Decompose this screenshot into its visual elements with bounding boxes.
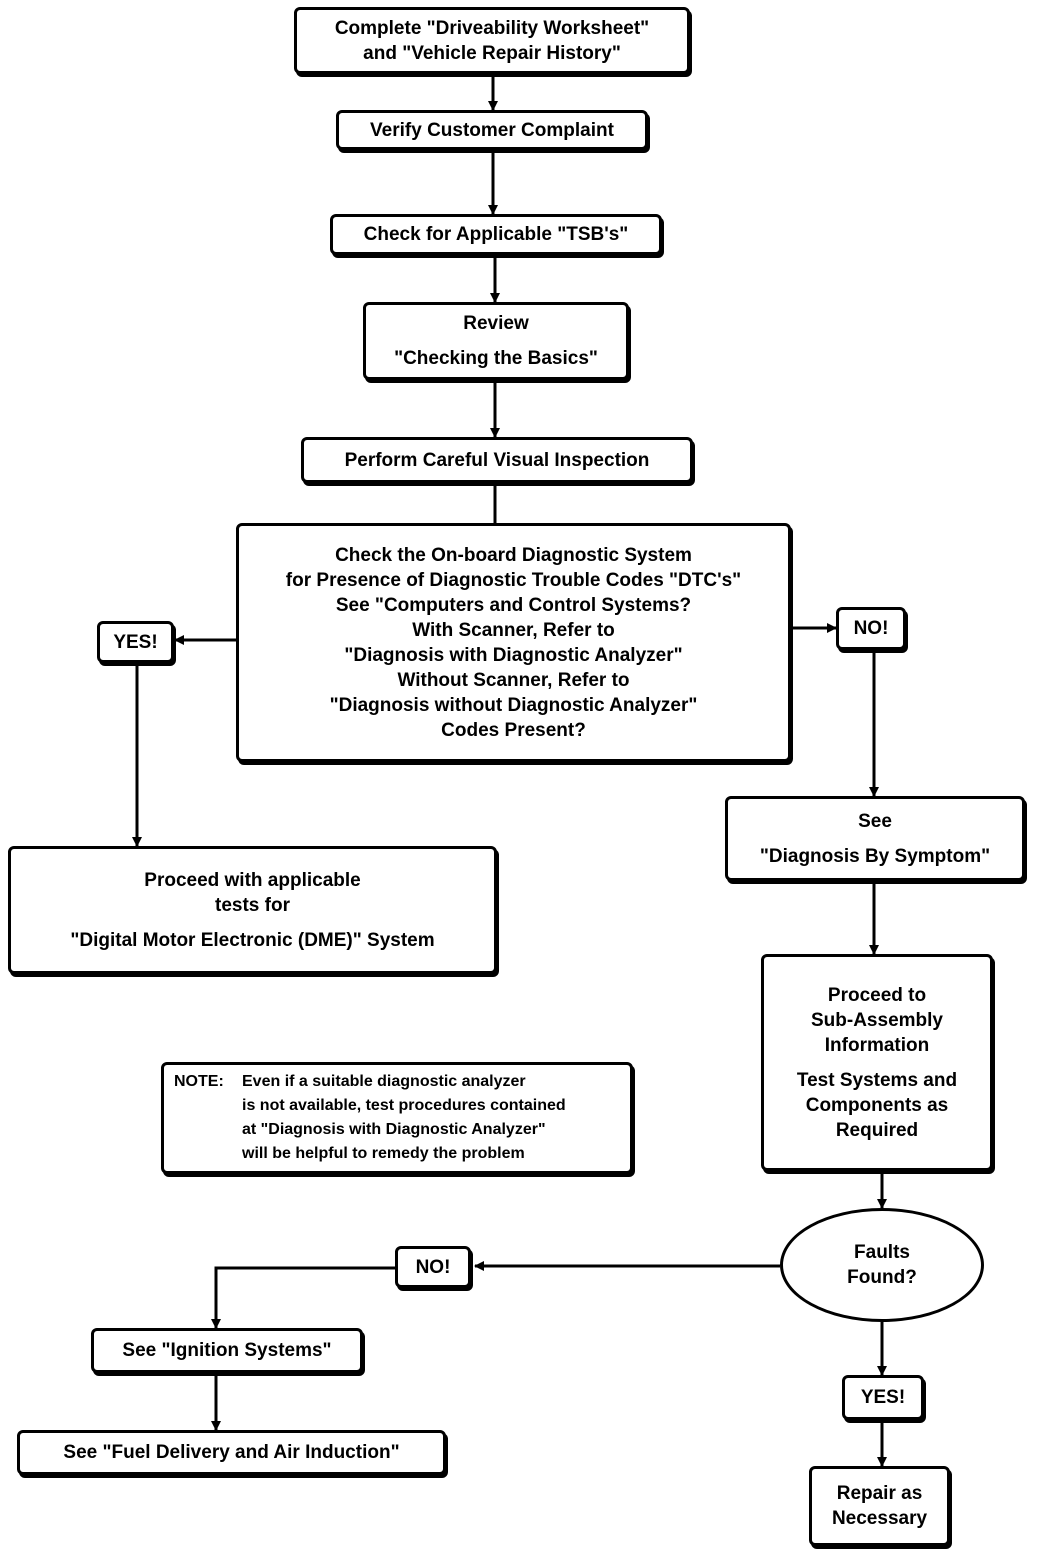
node-review-basics: Review "Checking the Basics" xyxy=(363,302,629,380)
node-onboard-diagnostic-check: Check the On-board Diagnostic System for… xyxy=(236,523,791,762)
node-diagnosis-by-symptom: See "Diagnosis By Symptom" xyxy=(725,796,1025,881)
node-no-faults-found: NO! xyxy=(395,1246,471,1288)
node-faults-found-decision: Faults Found? xyxy=(780,1208,984,1322)
note-body: Even if a suitable diagnostic analyzer i… xyxy=(242,1073,566,1162)
arrow-no-to-ignition xyxy=(211,1266,395,1329)
note-row: NOTE: Even if a suitable diagnostic anal… xyxy=(174,1070,566,1166)
note-label: NOTE: xyxy=(174,1073,224,1090)
note-box: NOTE: Even if a suitable diagnostic anal… xyxy=(161,1062,633,1174)
node-proceed-dme-tests: Proceed with applicable tests for "Digit… xyxy=(8,846,497,974)
node-fuel-delivery-air-induction: See "Fuel Delivery and Air Induction" xyxy=(17,1430,446,1475)
node-yes-faults-found: YES! xyxy=(842,1375,924,1420)
node-driveability-worksheet: Complete "Driveability Worksheet" and "V… xyxy=(294,7,690,74)
node-repair-as-necessary: Repair as Necessary xyxy=(809,1466,950,1546)
node-verify-complaint: Verify Customer Complaint xyxy=(336,110,648,150)
node-yes-codes-present: YES! xyxy=(97,621,174,663)
node-visual-inspection: Perform Careful Visual Inspection xyxy=(301,437,693,483)
node-ignition-systems: See "Ignition Systems" xyxy=(91,1328,363,1373)
node-sub-assembly-information: Proceed to Sub-Assembly Information Test… xyxy=(761,954,993,1171)
node-check-tsbs: Check for Applicable "TSB's" xyxy=(330,214,662,255)
node-no-codes-present: NO! xyxy=(836,607,906,650)
